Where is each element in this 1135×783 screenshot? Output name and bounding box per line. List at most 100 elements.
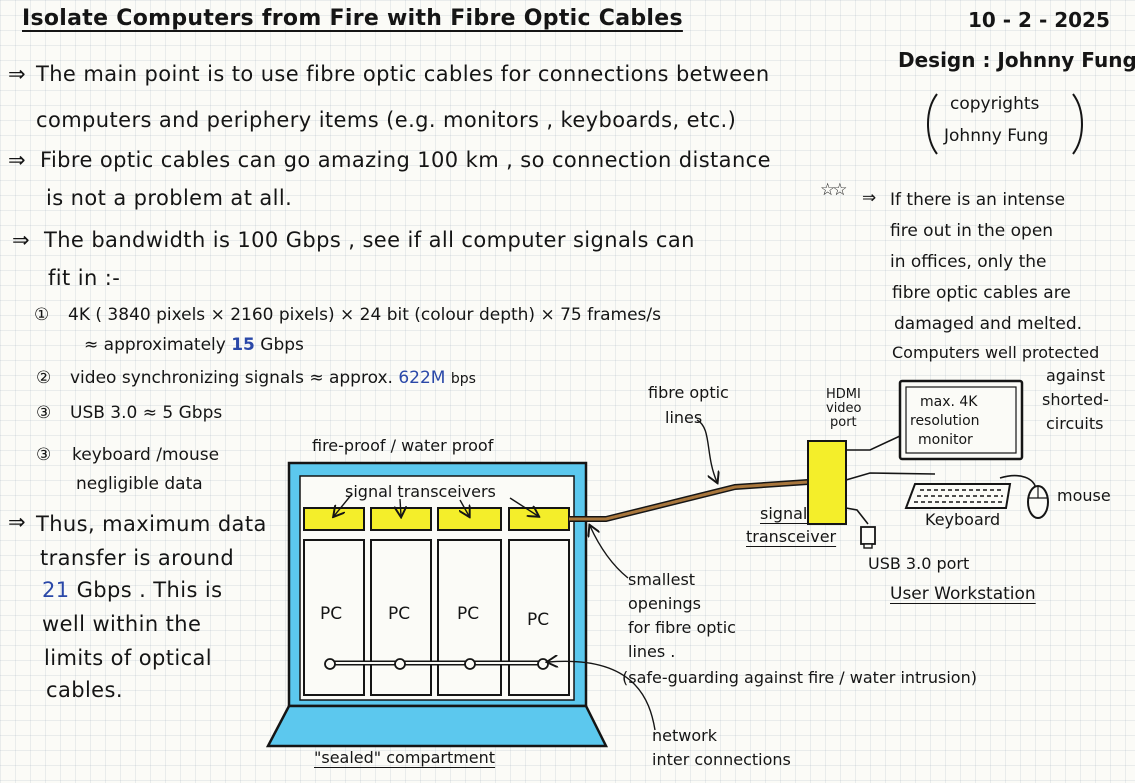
copyright-line-1: copyrights bbox=[950, 94, 1040, 114]
item-4-line-2: negligible data bbox=[76, 474, 203, 494]
design-credit: Design : Johnny Fung bbox=[898, 48, 1135, 72]
conclusion-arrow: ⇒ bbox=[8, 510, 26, 534]
side-note-arrow: ⇒ bbox=[862, 188, 877, 208]
transceiver-3 bbox=[437, 507, 502, 531]
pointer-arrows bbox=[548, 419, 717, 731]
item-1-value: 15 bbox=[231, 335, 255, 355]
transceiver-4 bbox=[508, 507, 570, 531]
note-1-arrow: ⇒ bbox=[8, 62, 26, 86]
network-label-line-1: network bbox=[652, 726, 717, 745]
network-label-line-2: inter connections bbox=[652, 750, 791, 769]
hdmi-label-line-2: video bbox=[826, 401, 862, 416]
note-1-line-1: The main point is to use fibre optic cab… bbox=[36, 62, 770, 86]
user-workstation-label: User Workstation bbox=[890, 584, 1036, 604]
network-interconnect bbox=[324, 658, 549, 670]
note-3-line-1: The bandwidth is 100 Gbps , see if all c… bbox=[44, 228, 695, 252]
pc-label-2: PC bbox=[388, 604, 411, 624]
mouse-icon bbox=[1027, 485, 1049, 519]
side-note-line-4: fibre optic cables are bbox=[892, 283, 1071, 303]
conclusion-line-2: transfer is around bbox=[40, 546, 235, 570]
note-2-line-2: is not a problem at all. bbox=[46, 186, 293, 210]
note-2-line-1: Fibre optic cables can go amazing 100 km… bbox=[40, 148, 771, 172]
item-2-marker: ② bbox=[36, 368, 52, 388]
openings-line-2: openings bbox=[628, 594, 702, 613]
monitor-label-line-2: resolution bbox=[910, 413, 980, 429]
openings-line-3: for fibre optic bbox=[628, 618, 736, 637]
usb-port-label: USB 3.0 port bbox=[868, 554, 970, 573]
copyright-brackets bbox=[927, 93, 1083, 155]
pc-label-1: PC bbox=[320, 604, 343, 624]
fibre-lines-label-line-1: fibre optic bbox=[648, 383, 729, 402]
side-note-line-6: Computers well protected bbox=[892, 343, 1100, 362]
item-2-unit: bps bbox=[450, 371, 476, 387]
item-2-line: video synchronizing signals ≈ approx. 62… bbox=[70, 370, 476, 387]
conclusion-unit: Gbps . This is bbox=[76, 578, 223, 602]
transceivers-label: signal transceivers bbox=[345, 482, 496, 501]
side-note-line-8: shorted- bbox=[1042, 390, 1109, 409]
conclusion-value: 21 bbox=[42, 578, 70, 602]
keyboard-label: Keyboard bbox=[925, 510, 1001, 529]
mouse-label: mouse bbox=[1057, 486, 1111, 505]
openings-line-5: (safe-guarding against fire / water intr… bbox=[622, 668, 977, 687]
date: 10 - 2 - 2025 bbox=[968, 8, 1110, 32]
item-1-line-1: 4K ( 3840 pixels × 2160 pixels) × 24 bit… bbox=[68, 305, 661, 325]
side-note-line-7: against bbox=[1046, 366, 1105, 385]
pc-tower-2 bbox=[370, 539, 432, 696]
conclusion-line-4: well within the bbox=[42, 612, 202, 636]
monitor-icon bbox=[898, 379, 1024, 461]
side-note-line-5: damaged and melted. bbox=[894, 314, 1083, 334]
hdmi-label-line-1: HDMI bbox=[826, 387, 861, 402]
openings-line-1: smallest bbox=[628, 570, 696, 589]
conclusion-line-5: limits of optical bbox=[44, 646, 213, 670]
compartment-label: "sealed" compartment bbox=[314, 748, 496, 767]
keyboard-icon bbox=[904, 483, 1012, 509]
side-note-line-1: If there is an intense bbox=[890, 190, 1066, 210]
pc-tower-3 bbox=[437, 539, 502, 696]
note-3-arrow: ⇒ bbox=[12, 228, 30, 252]
star-icon: ☆☆ bbox=[820, 180, 848, 200]
monitor-label-line-1: max. 4K bbox=[920, 394, 978, 410]
fibre-optic-cable bbox=[569, 479, 809, 522]
fibre-lines-arrow bbox=[696, 419, 717, 482]
item-2-text: video synchronizing signals ≈ approx. bbox=[70, 368, 393, 388]
network-arrow bbox=[548, 661, 656, 731]
openings-arrow bbox=[590, 526, 629, 579]
monitor-label-line-3: monitor bbox=[918, 432, 973, 448]
page-title: Isolate Computers from Fire with Fibre O… bbox=[22, 6, 683, 31]
note-3-line-2: fit in :- bbox=[48, 266, 121, 290]
fibre-lines-label-line-2: lines bbox=[665, 408, 703, 427]
item-1-approx: ≈ approximately bbox=[84, 335, 226, 355]
compartment-top-label: fire-proof / water proof bbox=[312, 436, 494, 455]
item-1-marker: ① bbox=[34, 305, 50, 325]
openings-line-4: lines . bbox=[628, 642, 676, 661]
conclusion-line-3: 21 Gbps . This is bbox=[42, 580, 222, 601]
copyright-line-2: Johnny Fung bbox=[944, 126, 1049, 146]
item-4-line-1: keyboard /mouse bbox=[72, 445, 220, 465]
conclusion-line-6: cables. bbox=[46, 678, 123, 702]
pc-tower-1 bbox=[303, 539, 365, 696]
pc-label-3: PC bbox=[457, 604, 480, 624]
side-note-line-3: in offices, only the bbox=[890, 252, 1047, 272]
item-4-marker: ③ bbox=[36, 445, 52, 465]
transceiver-arrows bbox=[334, 493, 538, 516]
item-1-line-2: ≈ approximately 15 Gbps bbox=[84, 337, 304, 354]
usb-plug-icon bbox=[860, 526, 876, 549]
workstation-transceiver bbox=[807, 440, 847, 525]
side-note-line-2: fire out in the open bbox=[890, 221, 1054, 241]
item-3-marker: ③ bbox=[36, 403, 52, 423]
transceiver-1 bbox=[303, 507, 365, 531]
item-2-value: 622M bbox=[398, 368, 446, 388]
item-1-unit: Gbps bbox=[260, 335, 304, 355]
pc-tower-4 bbox=[508, 539, 570, 696]
note-1-line-2: computers and periphery items (e.g. moni… bbox=[36, 108, 737, 132]
side-note-line-9: circuits bbox=[1046, 414, 1104, 433]
conclusion-line-1: Thus, maximum data bbox=[36, 512, 267, 536]
item-3-text: USB 3.0 ≈ 5 Gbps bbox=[70, 403, 223, 423]
hdmi-label-line-3: port bbox=[830, 415, 857, 430]
signal-transceiver-label-line-2: transceiver bbox=[746, 527, 837, 546]
pc-label-4: PC bbox=[527, 610, 550, 630]
note-2-arrow: ⇒ bbox=[8, 148, 26, 172]
pc-towers bbox=[303, 539, 570, 696]
signal-transceiver-label-line-1: signal bbox=[760, 504, 808, 523]
